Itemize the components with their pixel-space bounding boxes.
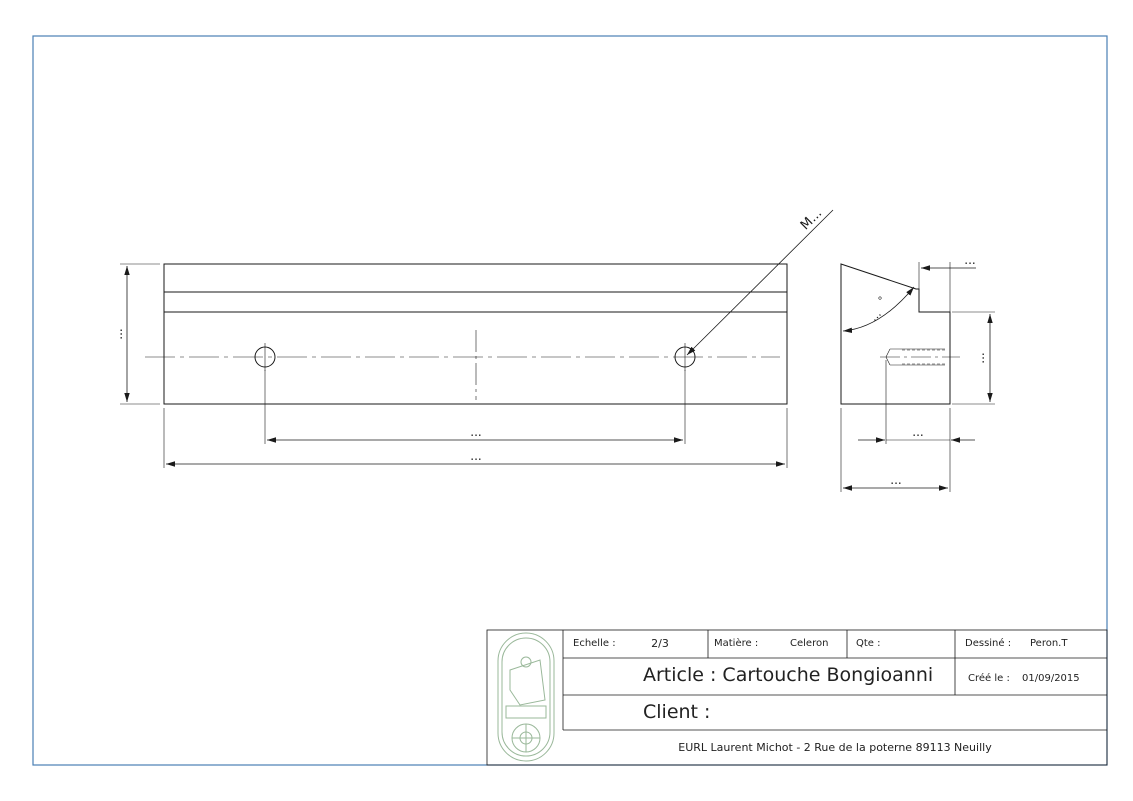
material-label: Matière : xyxy=(714,638,759,649)
quantity-label: Qte : xyxy=(856,638,881,649)
title-block-outline xyxy=(486,629,1108,766)
side-view-profile xyxy=(840,263,951,405)
company-address: EURL Laurent Michot - 2 Rue de la potern… xyxy=(678,741,992,754)
created-value: 01/09/2015 xyxy=(1022,673,1080,684)
drawn-by-value: Peron.T xyxy=(1030,638,1068,649)
side-view xyxy=(840,262,995,492)
thread-depth-dim-text: ... xyxy=(912,425,923,439)
created-label: Créé le : xyxy=(968,673,1010,684)
overall-length-dim-text: ... xyxy=(470,449,481,463)
hole-spacing-dim-text: ... xyxy=(470,425,481,439)
side-height-dim-text: ... xyxy=(973,352,987,363)
front-height-dim-text: ... xyxy=(111,328,125,339)
title-block xyxy=(486,629,1108,766)
drawn-by-label: Dessiné : xyxy=(965,638,1012,649)
side-width-dim-text: ... xyxy=(890,473,901,487)
sheet-border xyxy=(32,35,1108,766)
thread-leader-line xyxy=(686,209,834,356)
front-view-outline xyxy=(163,263,788,405)
step-dim-text: ... xyxy=(964,253,975,267)
angle-unit-text: ° xyxy=(878,296,883,307)
angle-dim-arc xyxy=(842,286,915,333)
client-label: Client : xyxy=(643,701,711,723)
thread-callout-text: M... xyxy=(798,206,825,233)
scale-value: 2/3 xyxy=(651,637,669,650)
article-title: Article : Cartouche Bongioanni xyxy=(643,664,934,686)
scale-label: Echelle : xyxy=(573,638,616,649)
material-value: Celeron xyxy=(790,638,829,649)
angle-dim-text: ... xyxy=(867,307,884,324)
company-seal-logo xyxy=(497,632,555,762)
front-view xyxy=(120,209,834,468)
